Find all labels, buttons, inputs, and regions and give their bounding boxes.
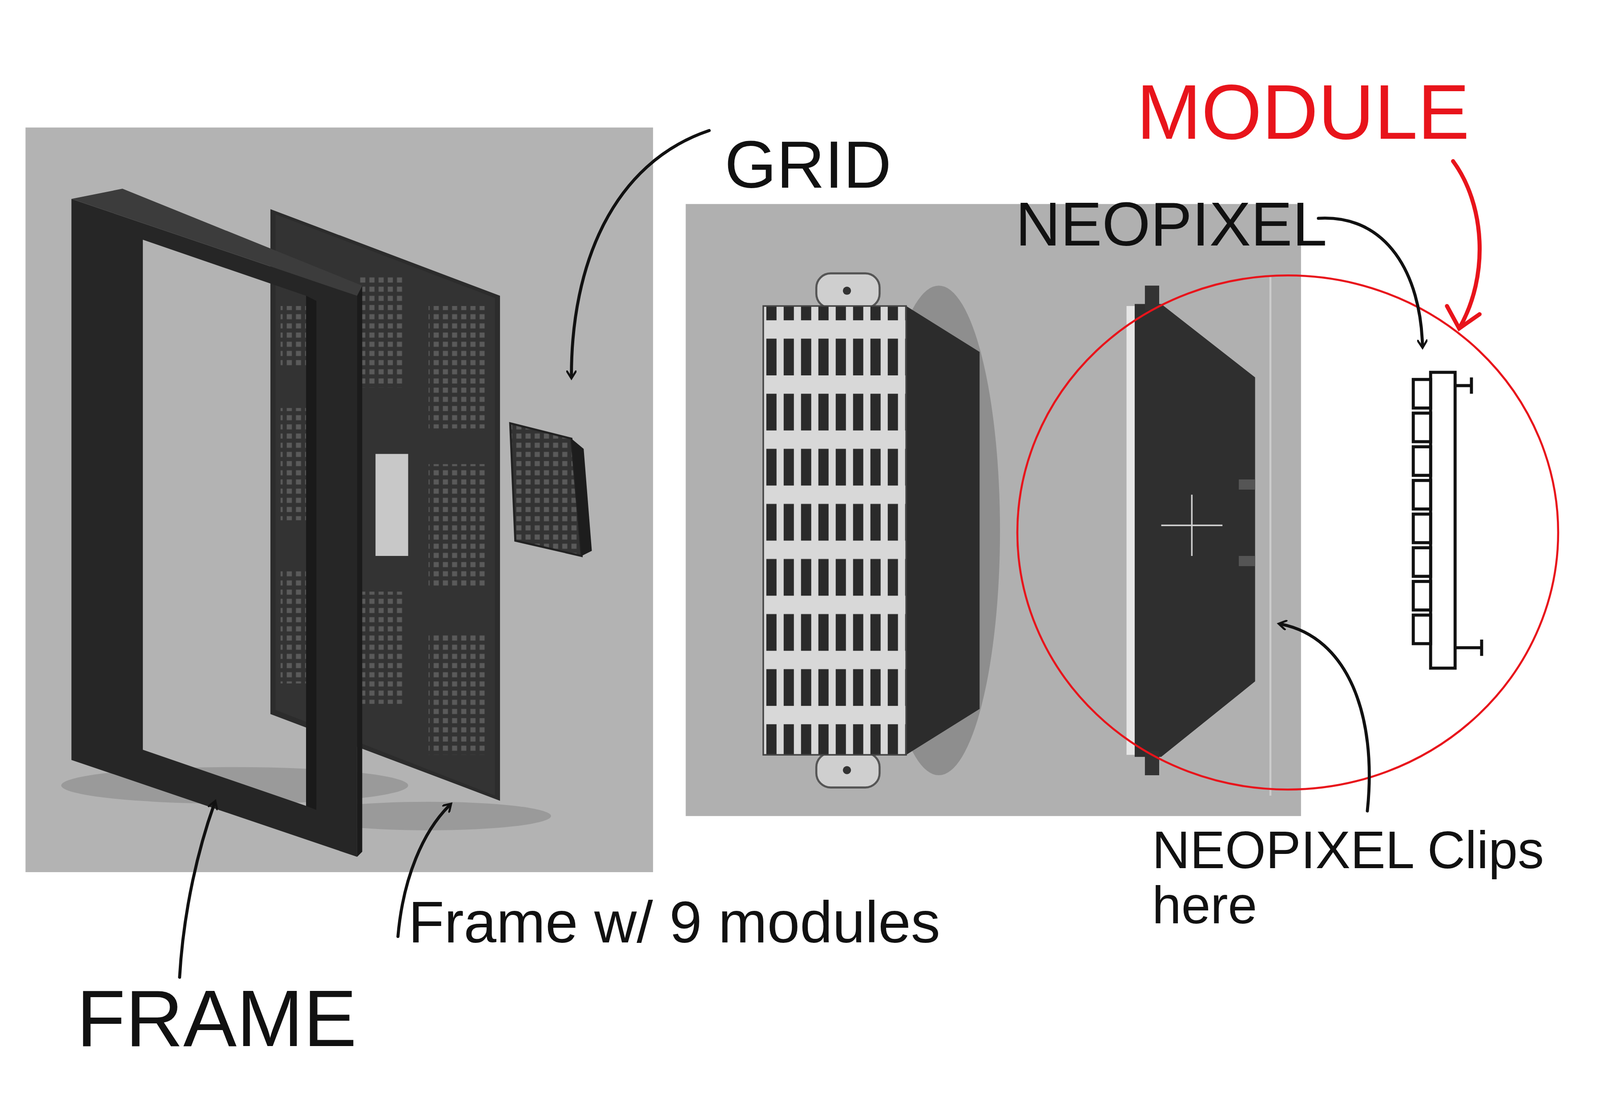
module-sketch xyxy=(1413,372,1482,669)
leader-arrow xyxy=(1453,161,1480,329)
leader-arrow xyxy=(1281,624,1370,812)
leader-arrow xyxy=(179,803,215,978)
leader-arrow xyxy=(1318,217,1423,345)
part-label: GRID xyxy=(724,129,892,201)
part-label: NEOPIXEL Clips here xyxy=(1152,822,1593,934)
part-label: NEOPIXEL xyxy=(1015,191,1327,257)
part-label: FRAME xyxy=(76,976,357,1061)
leader-arrow xyxy=(571,130,710,376)
part-label: MODULE xyxy=(1136,71,1470,154)
highlight-circle xyxy=(1017,275,1559,790)
module-views xyxy=(685,204,1302,817)
arrow-head xyxy=(1446,306,1480,329)
exploded-view xyxy=(25,127,653,873)
part-label: Frame w/ 9 modules xyxy=(408,891,941,954)
